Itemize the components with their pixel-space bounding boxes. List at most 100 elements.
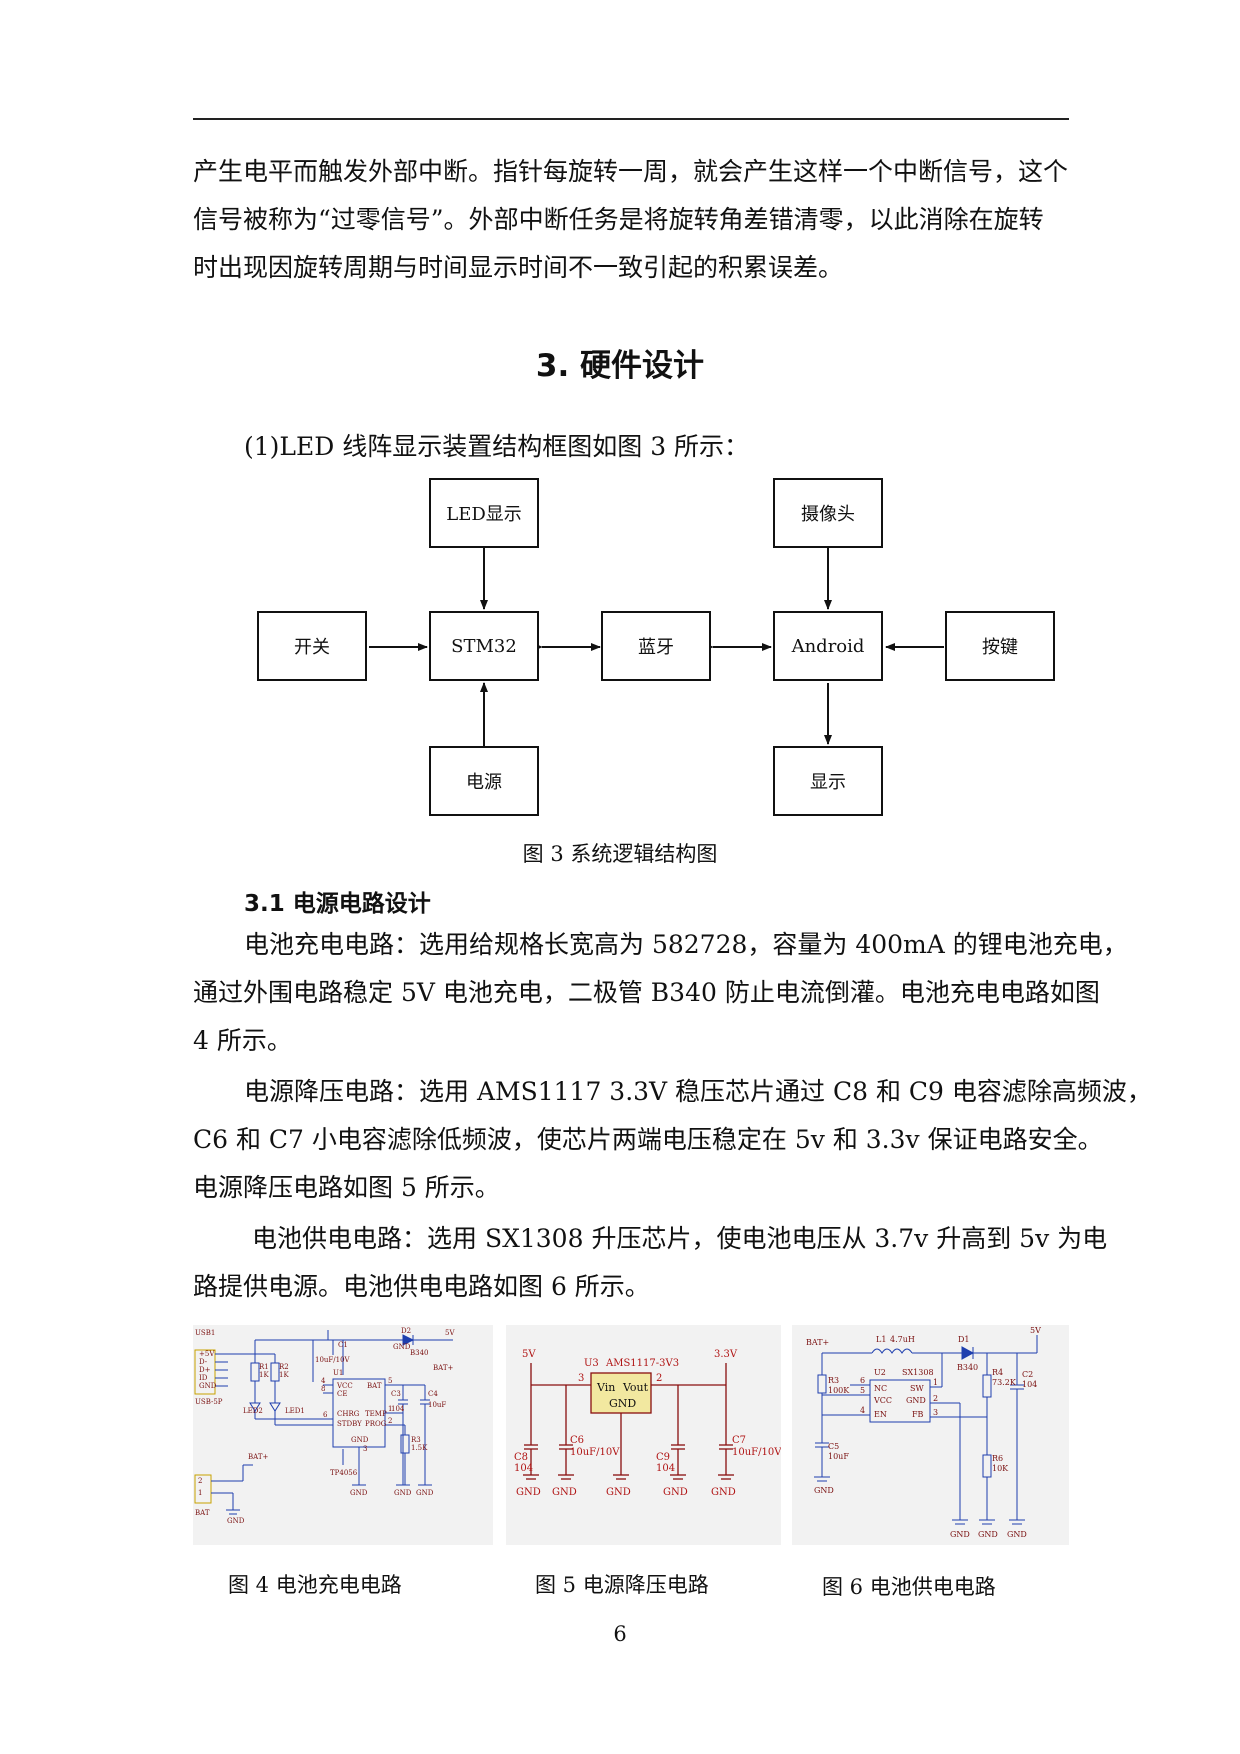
pin-bat: BAT [367, 1382, 382, 1390]
pin-num-3: 3 [933, 1408, 938, 1417]
para-charge-line-3: 4 所示。 [193, 1026, 292, 1055]
v33-label: 3.3V [714, 1349, 738, 1360]
diagram-connectors [369, 548, 944, 760]
node-android: Android [773, 611, 883, 681]
step-down-circuit-svg: 5V 3.3V U3 AMS1117-3V3 3 2 C8 104 C6 10u… [514, 1349, 781, 1498]
node-switch: 开关 [257, 611, 367, 681]
usb-pin-id: ID [199, 1374, 208, 1382]
para-stepdown-line-1: 电源降压电路：选用 AMS1117 3.3V 稳压芯片通过 C8 和 C9 电容… [244, 1077, 1152, 1106]
r4-value: 73.2K [992, 1378, 1017, 1387]
figure-3-caption: 图 3 系统逻辑结构图 [522, 842, 718, 866]
pin-gnd: GND [351, 1436, 369, 1444]
c5-ref: C5 [828, 1442, 839, 1451]
node-keys: 按键 [945, 611, 1055, 681]
pin-vout: Vout [622, 1381, 649, 1394]
r6-value: 10K [992, 1464, 1009, 1473]
diagram-intro: (1)LED 线阵显示装置结构框图如图 3 所示： [244, 432, 750, 461]
pin-fb: FB [912, 1410, 924, 1419]
pin-prog: PROG [365, 1420, 387, 1428]
gnd-2: GND [552, 1487, 577, 1498]
chip-label: TP4056 [330, 1469, 358, 1477]
pin-num-2: 2 [388, 1417, 392, 1425]
r3-ref: R3 [411, 1436, 421, 1444]
c8-value: 104 [514, 1463, 533, 1474]
c3-ref: C3 [391, 1390, 401, 1398]
c5-value: 10uF [828, 1452, 849, 1461]
c2-value: 104 [1022, 1380, 1037, 1389]
pin-num-5: 5 [388, 1377, 392, 1385]
pin-vin: Vin [596, 1381, 615, 1394]
c9-ref: C9 [656, 1452, 670, 1463]
usb-ref: USB1 [195, 1329, 215, 1337]
para-charge-line-2: 通过外围电路稳定 5V 电池充电，二极管 B340 防止电流倒灌。电池充电电路如… [193, 978, 1100, 1007]
para-supply-line-2: 路提供电源。电池供电电路如图 6 所示。 [193, 1272, 650, 1301]
section-title: 3. 硬件设计 [535, 348, 705, 384]
pin-vcc: VCC [873, 1396, 892, 1405]
c1-ref: C1 [338, 1341, 348, 1349]
pin-num-6: 6 [860, 1376, 865, 1385]
para-stepdown-line-3: 电源降压电路如图 5 所示。 [193, 1173, 500, 1202]
gnd-3: GND [394, 1489, 412, 1497]
d1-ref: D1 [958, 1335, 970, 1344]
u2-ref: U2 [874, 1368, 886, 1377]
intro-line-2: 信号被称为“过零信号”。外部中断任务是将旋转角差错清零，以此消除在旋转 [193, 205, 1044, 234]
batp-label: BAT+ [806, 1338, 829, 1347]
bat-pin-2: 2 [198, 1477, 202, 1485]
pin-num-1: 1 [388, 1405, 392, 1413]
pin-num-3: 3 [363, 1445, 367, 1453]
d2-ref: D2 [401, 1327, 411, 1335]
bat-connector: BAT [195, 1509, 210, 1517]
c1-value: 10uF/10V [315, 1356, 351, 1364]
usb-pin-gnd: GND [199, 1382, 217, 1390]
bat-pin-1: 1 [198, 1489, 202, 1497]
c6-ref: C6 [570, 1435, 584, 1446]
usb-pin-dp: D+ [199, 1366, 211, 1374]
gnd-3: GND [606, 1487, 631, 1498]
usb-pin-5v: +5V [199, 1350, 215, 1358]
l1-ref: L1 [876, 1335, 886, 1344]
pin-gnd: GND [906, 1396, 926, 1405]
r3-ref: R3 [828, 1376, 839, 1385]
gnd-1: GND [516, 1487, 541, 1498]
c4-ref: C4 [428, 1390, 438, 1398]
para-supply-line-1: 电池供电电路：选用 SX1308 升压芯片，使电池电压从 3.7v 升高到 5v… [252, 1224, 1108, 1253]
node-display: 显示 [773, 746, 883, 816]
r1-value: 1K [259, 1371, 269, 1379]
r4-ref: R4 [992, 1368, 1003, 1377]
d1-value: B340 [957, 1363, 978, 1372]
boost-circuit-svg: BAT+ L1 4.7uH D1 B340 5V R3 100K U2 SX13… [806, 1326, 1041, 1539]
pin-num-8: 8 [321, 1385, 325, 1393]
pin-num-5: 5 [860, 1386, 865, 1395]
pin-chrg: CHRG [337, 1410, 360, 1418]
pin-stdby: STDBY [337, 1420, 362, 1428]
gnd-1: GND [227, 1517, 245, 1525]
pin-num-4: 4 [860, 1406, 865, 1415]
pin-en: EN [874, 1410, 887, 1419]
gnd-2: GND [950, 1530, 970, 1539]
r3-value: 1.5K [411, 1444, 428, 1452]
c7-value: 10uF/10V [732, 1447, 781, 1458]
para-stepdown-line-2: C6 和 C7 小电容滤除低频波，使芯片两端电压稳定在 5v 和 3.3v 保证… [193, 1125, 1103, 1154]
led2-label: LED2 [243, 1407, 263, 1415]
gnd-5: GND [711, 1487, 736, 1498]
pin-nc: NC [874, 1384, 887, 1393]
page-number: 6 [613, 1622, 627, 1646]
c7-ref: C7 [732, 1435, 746, 1446]
r2-ref: R2 [279, 1363, 289, 1371]
led1-label: LED1 [285, 1407, 305, 1415]
usb-pin-dm: D- [199, 1358, 208, 1366]
c3-value: 104 [391, 1405, 405, 1413]
gnd-2: GND [350, 1489, 368, 1497]
gnd-4: GND [416, 1489, 434, 1497]
header-rule [193, 118, 1069, 120]
c4-value: 10uF [428, 1401, 446, 1409]
figure-5-caption: 图 5 电源降压电路 [535, 1573, 709, 1597]
v5-label: 5V [522, 1349, 536, 1360]
gnd-5: GND [393, 1343, 411, 1351]
r6-ref: R6 [992, 1454, 1003, 1463]
pin-ce: CE [337, 1390, 347, 1398]
node-stm32: STM32 [429, 611, 539, 681]
node-bluetooth: 蓝牙 [601, 611, 711, 681]
r2-value: 1K [279, 1371, 289, 1379]
chip-label: SX1308 [902, 1368, 934, 1377]
